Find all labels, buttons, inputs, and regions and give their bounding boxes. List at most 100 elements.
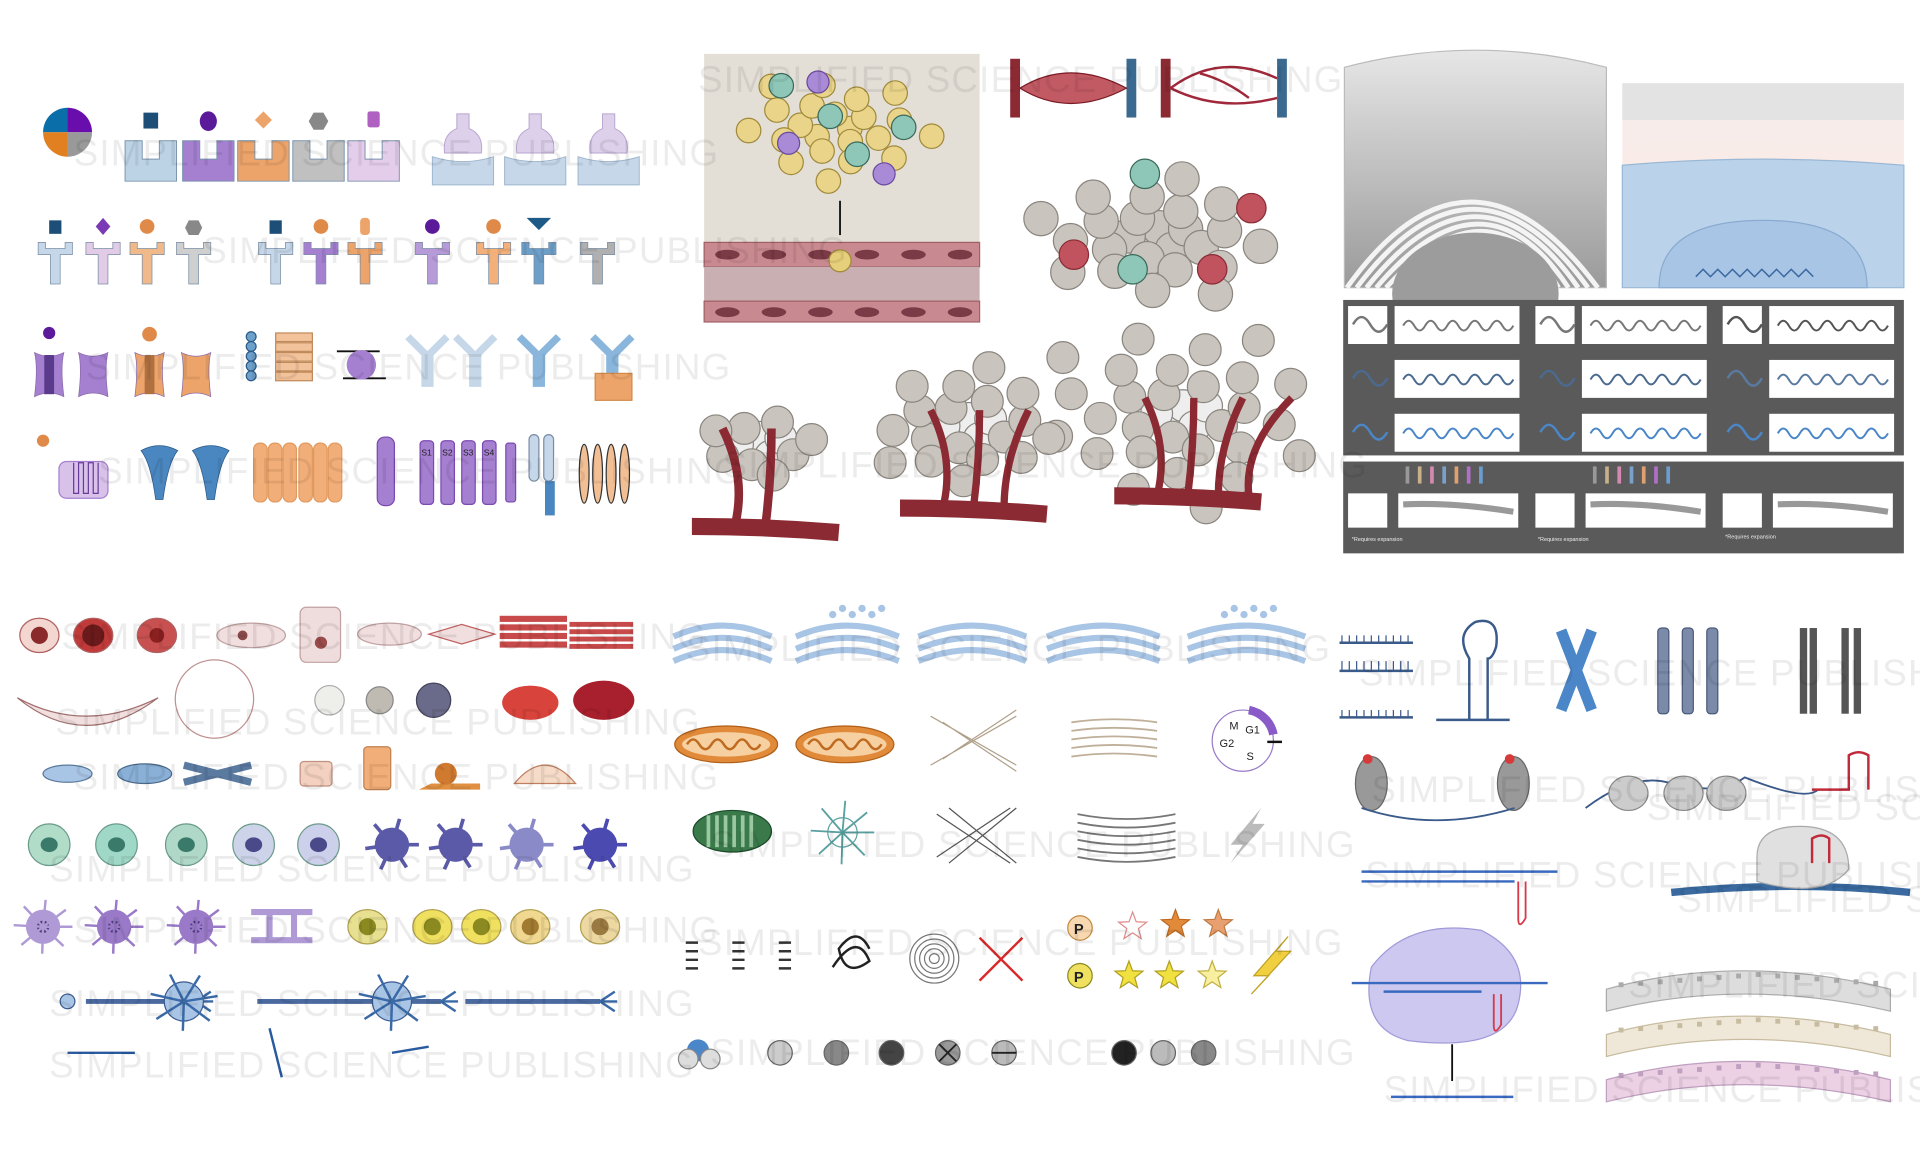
nucleosome [1608,775,1649,812]
channel-segment-s4: S4 [484,447,495,457]
phospho-group [1067,915,1093,941]
tumor-cell [873,446,907,480]
cell-nucleus [1696,976,1702,982]
angiogenic-vessels [1169,65,1278,105]
muscle-fiber [569,636,634,642]
dendrite [390,974,410,1003]
cylinder-helix [376,436,396,507]
synapse-postsynaptic [577,156,640,186]
watermark-text: SIMPLIFIED SCIENCE PUBLISHING [698,922,1344,963]
cell-nucleus [1853,979,1859,985]
bead-chain-bead [245,370,257,382]
lipid-molecule [1641,466,1646,484]
helix-s2 [440,440,456,505]
tumor-cell [1186,370,1220,404]
antibody-antigen-block [594,372,633,401]
crispr-complex [1756,825,1850,889]
dna-thumbnail [1535,306,1575,345]
cell-nucleus [1657,1024,1663,1030]
tumor-cell [918,123,945,150]
vesicle [829,610,837,619]
tumor-cell [1083,401,1117,435]
immune-cell [890,114,917,141]
lipid-molecule [1605,466,1609,484]
pie-quadrant [67,107,93,133]
y-receptor [176,242,212,285]
lipid-molecule [1466,466,1471,484]
dendrite [391,994,426,1003]
stacked-plate [275,342,313,352]
cell-nucleus [1618,982,1624,988]
y-receptor [85,242,121,285]
dna-icon [1351,423,1389,441]
lipid-thumbnail [1722,493,1762,528]
collagen-fiber [1071,744,1158,749]
lipid-molecule [1479,466,1483,484]
tumor-cell [970,384,1004,418]
lipid-molecule [1592,466,1597,484]
ligand-rounded [360,217,370,236]
glial-process [91,925,115,946]
cell-nucleus [1638,1026,1644,1032]
fibroblast [42,764,93,783]
cell-cycle-s: S [1246,751,1253,763]
ligand-circle [142,326,157,342]
dna-icon [1539,315,1576,333]
vessel-branch [718,426,744,528]
cell-nucleus [1638,980,1644,986]
golgi-cisterna [1045,622,1161,640]
y-receptor [258,242,294,285]
cell-nucleus [1638,1071,1644,1077]
tumor-cell [1155,353,1189,387]
cell-nucleus [1834,977,1839,983]
rna-duplex [1361,870,1558,883]
lipid-molecule [1405,466,1410,484]
vessel-branch [1214,396,1247,496]
dna-icon [1726,315,1763,333]
coiled-strand [685,941,699,970]
tumor-cell [809,138,835,164]
tumor-cell [735,117,762,144]
microtubule [841,811,868,834]
channel-segment-s2: S2 [442,447,453,457]
cell-nucleus [1755,1062,1761,1068]
tumor-cell [1203,186,1240,222]
collagen-fiber [1071,735,1158,741]
cell-nucleus [1736,973,1742,979]
tumor-cell [1188,333,1222,367]
synapse-terminal [515,113,555,154]
tumor-cell [727,411,761,445]
watermark-text: SIMPLIFIED SCIENCE PUBLISHING [710,824,1356,865]
glial-process [20,925,44,946]
dendrite [365,842,393,851]
microtubule [810,829,843,834]
tumor-cell [1075,179,1111,215]
rna-loop [1492,994,1503,1032]
cell-nucleus [1814,976,1820,982]
vessel-branch [969,410,984,509]
star [1153,959,1185,990]
ligand-square [143,112,159,129]
cell-nucleus [1618,1072,1624,1078]
channel-segment-s3: S3 [463,447,474,457]
vesicle [848,610,856,619]
guide-rna [1810,834,1831,864]
thylakoid [723,815,728,848]
tumor-cell [1241,323,1275,357]
dna-thumbnail [1348,306,1388,345]
cell-nucleus [1716,1065,1722,1071]
spiral [923,948,945,969]
capillary-bed [1018,72,1128,104]
dendrite [453,818,466,846]
dendrite [379,843,394,870]
ligand-hexagon [185,220,203,236]
dendrite [390,818,402,846]
vessel-branch [927,408,951,509]
cell-nucleus [1873,1071,1879,1077]
star [1202,907,1234,938]
endothelial-nucleus [854,249,880,260]
immune-cell [817,103,844,130]
chromatid [1841,628,1849,714]
axon-terminal [599,990,618,1013]
dna-strand [1695,268,1814,278]
